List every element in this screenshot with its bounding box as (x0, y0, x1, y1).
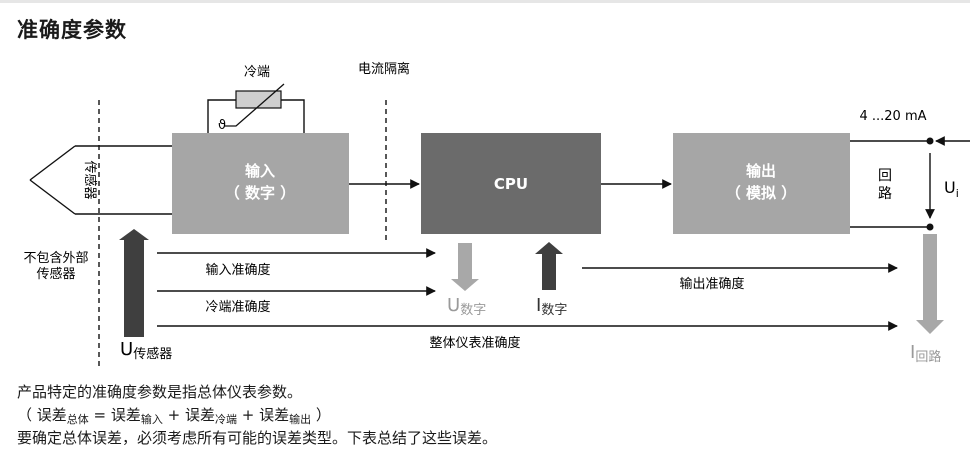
overall-accuracy-label: 整体仪表准确度 (429, 335, 520, 351)
accuracy-diagram: 传感器 冷端 ϑ 电流隔离 输入 （ 数字 ） CPU 输出 （ 模拟 ） 4 … (23, 61, 970, 370)
cpu-block-title: CPU (494, 175, 528, 193)
input-block-title: 输入 (245, 162, 275, 180)
i-digital-up-arrow (535, 242, 563, 290)
caption-line-2: （ 误差总体 = 误差输入 + 误差冷端 + 误差输出 ） (17, 406, 331, 426)
output-block (673, 133, 850, 234)
u-sensor-up-arrow (119, 229, 149, 337)
cold-junction-accuracy-label: 冷端准确度 (205, 299, 270, 315)
loop-label-char-1: 回 (878, 168, 892, 184)
input-block-subtitle: （ 数字 ） (225, 184, 295, 202)
isolation-label: 电流隔离 (358, 61, 410, 77)
sensor-label: 传感器 (82, 160, 98, 199)
theta-symbol: ϑ (218, 118, 226, 133)
input-block (172, 133, 349, 234)
i-digital-label: I数字 (536, 295, 567, 318)
excluded-sensor-note-line-2: 传感器 (36, 266, 75, 282)
i-loop-down-arrow (916, 234, 944, 334)
current-loop (850, 136, 970, 231)
caption-line-3: 要确定总体误差，必须考虑所有可能的误差类型。下表总结了这些误差。 (17, 429, 498, 447)
output-block-subtitle: （ 模拟 ） (726, 184, 796, 202)
cold-junction-label: 冷端 (244, 65, 270, 80)
cpu-block (421, 133, 601, 234)
input-accuracy-label: 输入准确度 (205, 262, 270, 278)
caption-line-1: 产品特定的准确度参数是指总体仪表参数。 (17, 383, 303, 401)
output-block-title: 输出 (746, 162, 776, 180)
page-title: 准确度参数 (17, 18, 127, 42)
loop-label-char-2: 路 (878, 186, 892, 202)
i-loop-label: I回路 (910, 342, 941, 365)
current-range-label: 4 ...20 mA (859, 109, 926, 124)
cold-junction-thermistor (207, 83, 305, 133)
top-divider (0, 0, 970, 3)
excluded-sensor-note-line-1: 不包含外部 (23, 250, 88, 266)
ui-voltage-label: Ui (944, 178, 959, 200)
output-accuracy-label: 输出准确度 (679, 276, 744, 292)
u-sensor-label: U传感器 (120, 339, 172, 362)
thermocouple-probe (29, 145, 172, 215)
u-digital-down-arrow (451, 243, 479, 291)
u-digital-label: U数字 (447, 295, 486, 318)
